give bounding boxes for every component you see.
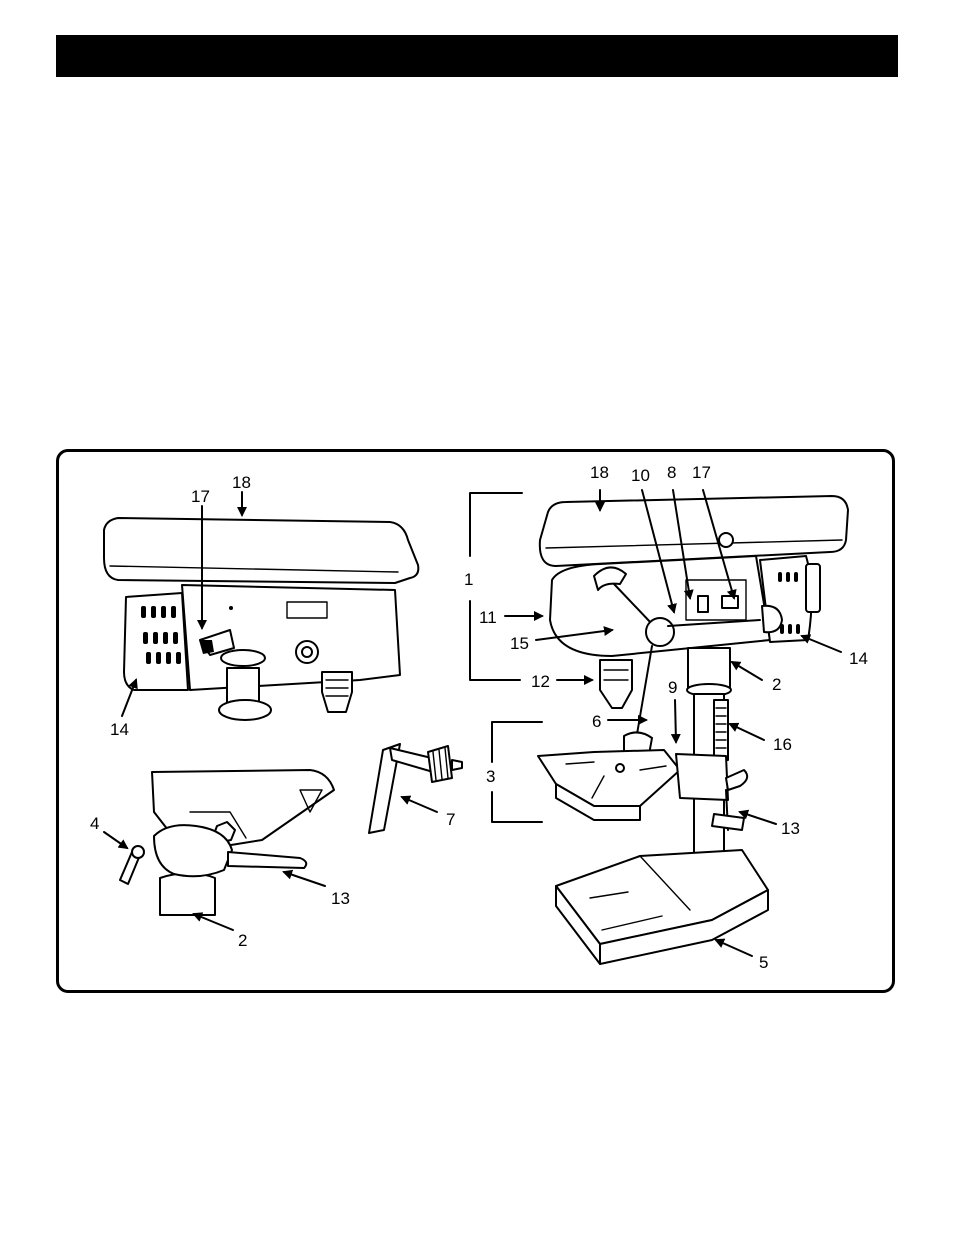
figure-panel — [56, 449, 895, 993]
section-header-bar — [56, 35, 898, 77]
